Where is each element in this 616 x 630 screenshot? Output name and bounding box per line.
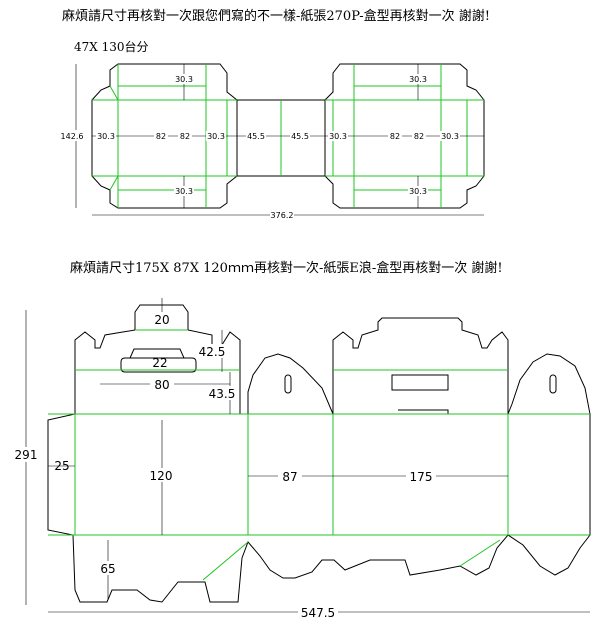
dim-front-width: 175 — [410, 470, 433, 484]
dim-mid-2: 30.3 — [329, 132, 347, 141]
slot-right — [549, 374, 557, 394]
dim-glue-flap: 25 — [54, 459, 69, 473]
handle-hole-left — [120, 357, 197, 373]
dieline-top: 142.6 376.2 30.3 30.3 30.3 30.3 30.3 82 … — [60, 63, 485, 220]
dim-top-flap-2: 43.5 — [209, 387, 236, 401]
dim-mid-1: 30.3 — [207, 132, 225, 141]
box-main-outline — [47, 304, 591, 603]
dim-handle-base: 80 — [154, 378, 169, 392]
dim-handle-width: 20 — [154, 313, 169, 327]
dim-depth-3: 82 — [390, 132, 400, 141]
bottom-instruction-note: 麻煩請尺寸175X 87X 120ｍｍ再核對一次-紙張E浪-盒型再核對一次 謝謝… — [70, 261, 503, 276]
dim-height: 142.6 — [61, 132, 84, 141]
dim-depth-4: 82 — [414, 132, 424, 141]
bottom-dimension-labels: 291 547.5 20 22 80 42.5 43.5 25 120 87 1… — [4, 313, 436, 620]
dim-top-flap: 42.5 — [199, 345, 226, 359]
handle-hole-right — [391, 374, 449, 391]
dim-depth-1: 82 — [156, 132, 166, 141]
dim-panel-height: 120 — [150, 469, 173, 483]
dim-flap-bottom-right: 30.3 — [409, 187, 427, 196]
dim-depth-2: 82 — [180, 132, 190, 141]
dim-total-width: 376.2 — [271, 211, 294, 220]
dim-strip-2: 45.5 — [291, 132, 309, 141]
dim-side-width: 87 — [282, 470, 297, 484]
box-fold-lines — [48, 329, 590, 581]
dim-left-side: 30.3 — [97, 132, 115, 141]
tab-slot-right — [398, 409, 449, 414]
dim-total-height: 291 — [15, 448, 38, 462]
dim-strip-1: 45.5 — [247, 132, 265, 141]
top-instruction-note: 麻煩請尺寸再核對一次跟您們寫的不一樣-紙張270P-盒型再核對一次 謝謝! — [62, 9, 490, 24]
dim-bottom-flap: 65 — [100, 562, 115, 576]
top-dimension-labels: 142.6 376.2 30.3 30.3 30.3 30.3 30.3 82 … — [60, 74, 460, 220]
dim-handle-hole: 22 — [152, 356, 167, 370]
dim-right-side: 30.3 — [441, 132, 459, 141]
dim-flap-top-right: 30.3 — [409, 75, 427, 84]
dim-flap-top-left: 30.3 — [175, 75, 193, 84]
dim-flap-bottom-left: 30.3 — [175, 187, 193, 196]
slot-left — [284, 374, 292, 394]
dieline-bottom: 291 547.5 20 22 80 42.5 43.5 25 120 87 1… — [4, 298, 591, 620]
top-quantity-note: 47X 130台分 — [74, 40, 149, 54]
dim-total-width-box: 547.5 — [301, 606, 335, 620]
handle-hole-left-inner — [129, 348, 185, 359]
